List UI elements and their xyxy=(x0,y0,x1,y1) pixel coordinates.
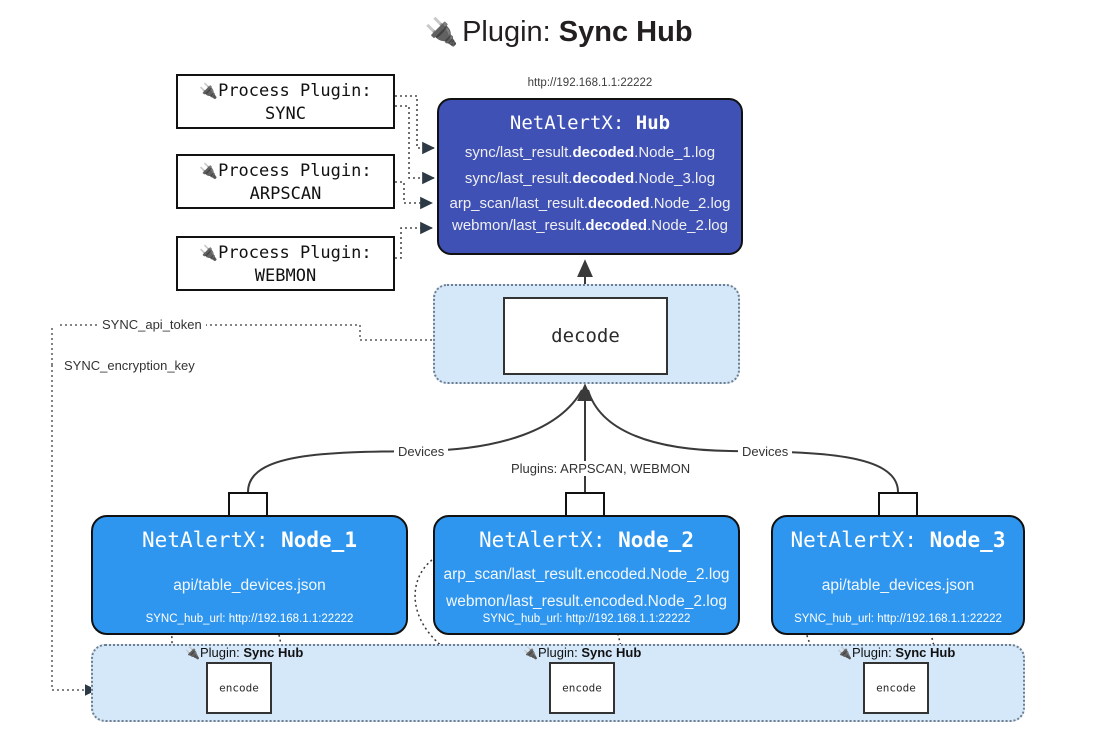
bottom-plugin-label-1: 🔌Plugin: Sync Hub xyxy=(185,645,303,660)
log-pre: sync/last_result. xyxy=(464,144,573,161)
hub-log-line: arp_scan/last_result.decoded.Node_2.log xyxy=(439,195,741,212)
page-title-name: Sync Hub xyxy=(558,16,693,48)
hub-title-name: Hub xyxy=(635,112,671,134)
node-hub-url: SYNC_hub_url: http://192.168.1.1:22222 xyxy=(145,613,354,625)
edge-label-devices-left: Devices xyxy=(394,444,449,459)
node-title-name: Node_3 xyxy=(929,528,1006,552)
log-post: .Node_2.log xyxy=(647,217,728,234)
node-title-name: Node_2 xyxy=(618,528,694,552)
edge-label-encryption-key: SYNC_encryption_key xyxy=(60,358,199,373)
plug-icon: 🔌 xyxy=(837,646,852,660)
bottom-plugin-prefix: Plugin: xyxy=(851,645,896,660)
encode-label: encode xyxy=(219,681,259,695)
hub-url-label: http://192.168.1.1:22222 xyxy=(527,77,653,89)
node-box-node-1[interactable]: NetAlertX: Node_1 api/table_devices.json… xyxy=(91,515,408,635)
decode-label: decode xyxy=(551,325,620,347)
hub-title: NetAlertX: Hub xyxy=(439,112,741,134)
process-plugin-label: Process Plugin: xyxy=(218,81,372,101)
bottom-plugin-label-3: 🔌Plugin: Sync Hub xyxy=(837,645,955,660)
process-plugin-name: WEBMON xyxy=(254,266,317,286)
bottom-plugin-prefix: Plugin: xyxy=(199,645,244,660)
hub-node[interactable]: NetAlertX: Hub sync/last_result.decoded.… xyxy=(437,98,743,255)
plug-icon: 🔌 xyxy=(199,162,219,180)
encode-label: encode xyxy=(562,681,602,695)
log-mid: decoded xyxy=(585,217,648,234)
process-plugin-webmon[interactable]: 🔌Process Plugin: WEBMON xyxy=(176,236,395,291)
node-title: NetAlertX: Node_2 xyxy=(435,528,738,552)
encode-box-1[interactable]: encode xyxy=(206,662,272,714)
plug-icon: 🔌 xyxy=(424,17,459,47)
node-line: api/table_devices.json xyxy=(821,577,975,594)
page-title-prefix: Plugin: xyxy=(462,16,559,48)
encode-label: encode xyxy=(876,681,916,695)
process-plugin-line1: 🔌Process Plugin: xyxy=(178,161,393,181)
plug-icon: 🔌 xyxy=(199,244,219,262)
plug-icon: 🔌 xyxy=(185,646,200,660)
process-plugin-label: Process Plugin: xyxy=(218,161,372,181)
bottom-plugin-label-2: 🔌Plugin: Sync Hub xyxy=(523,645,641,660)
log-pre: sync/last_result. xyxy=(464,170,573,187)
bottom-plugin-prefix: Plugin: xyxy=(537,645,582,660)
process-plugin-name: SYNC xyxy=(265,104,306,124)
node-title-prefix: NetAlertX: xyxy=(142,528,282,552)
process-plugin-name: ARPSCAN xyxy=(249,184,322,204)
node-box-node-2[interactable]: NetAlertX: Node_2 arp_scan/last_result.e… xyxy=(433,515,740,635)
log-post: .Node_2.log xyxy=(649,195,731,212)
process-plugin-sync[interactable]: 🔌Process Plugin: SYNC xyxy=(176,74,395,129)
node-hub-url: SYNC_hub_url: http://192.168.1.1:22222 xyxy=(794,613,1002,625)
bottom-plugin-name: Sync Hub xyxy=(581,645,642,660)
hub-log-line: sync/last_result.decoded.Node_1.log xyxy=(439,144,741,161)
encode-box-2[interactable]: encode xyxy=(549,662,615,714)
plug-icon: 🔌 xyxy=(199,82,219,100)
hub-title-prefix: NetAlertX: xyxy=(509,112,636,134)
log-post: .Node_3.log xyxy=(634,170,716,187)
hub-log-line: sync/last_result.decoded.Node_3.log xyxy=(439,170,741,187)
node-title: NetAlertX: Node_3 xyxy=(773,528,1023,552)
node-title-name: Node_1 xyxy=(281,528,357,552)
edge-label-devices-right: Devices xyxy=(738,444,793,459)
log-post: .Node_1.log xyxy=(634,144,716,161)
node-title: NetAlertX: Node_1 xyxy=(93,528,406,552)
process-plugin-line1: 🔌Process Plugin: xyxy=(178,81,393,101)
node-title-prefix: NetAlertX: xyxy=(479,528,619,552)
bottom-plugin-name: Sync Hub xyxy=(243,645,304,660)
log-mid: decoded xyxy=(572,144,635,161)
node-hub-url: SYNC_hub_url: http://192.168.1.1:22222 xyxy=(482,613,691,625)
log-mid: decoded xyxy=(587,195,650,212)
node-line: api/table_devices.json xyxy=(173,577,326,594)
bottom-plugin-name: Sync Hub xyxy=(895,645,956,660)
encode-box-3[interactable]: encode xyxy=(863,662,929,714)
decode-box[interactable]: decode xyxy=(503,297,668,375)
plug-icon: 🔌 xyxy=(523,646,538,660)
log-mid: decoded xyxy=(572,170,635,187)
process-plugin-line1: 🔌Process Plugin: xyxy=(178,243,393,263)
hub-log-line: webmon/last_result.decoded.Node_2.log xyxy=(439,217,741,234)
log-pre: arp_scan/last_result. xyxy=(449,195,588,212)
edge-label-plugins: Plugins: ARPSCAN, WEBMON xyxy=(507,461,695,476)
node-line: webmon/last_result.encoded.Node_2.log xyxy=(446,593,727,610)
process-plugin-arpscan[interactable]: 🔌Process Plugin: ARPSCAN xyxy=(176,154,395,209)
process-plugin-label: Process Plugin: xyxy=(218,243,372,263)
node-title-prefix: NetAlertX: xyxy=(790,528,930,552)
page-title: 🔌Plugin: Sync Hub xyxy=(0,16,1117,49)
node-line: arp_scan/last_result.encoded.Node_2.log xyxy=(443,566,730,583)
edge-label-api-token: SYNC_api_token xyxy=(98,317,206,332)
log-pre: webmon/last_result. xyxy=(452,217,586,234)
node-box-node-3[interactable]: NetAlertX: Node_3 api/table_devices.json… xyxy=(771,515,1025,635)
